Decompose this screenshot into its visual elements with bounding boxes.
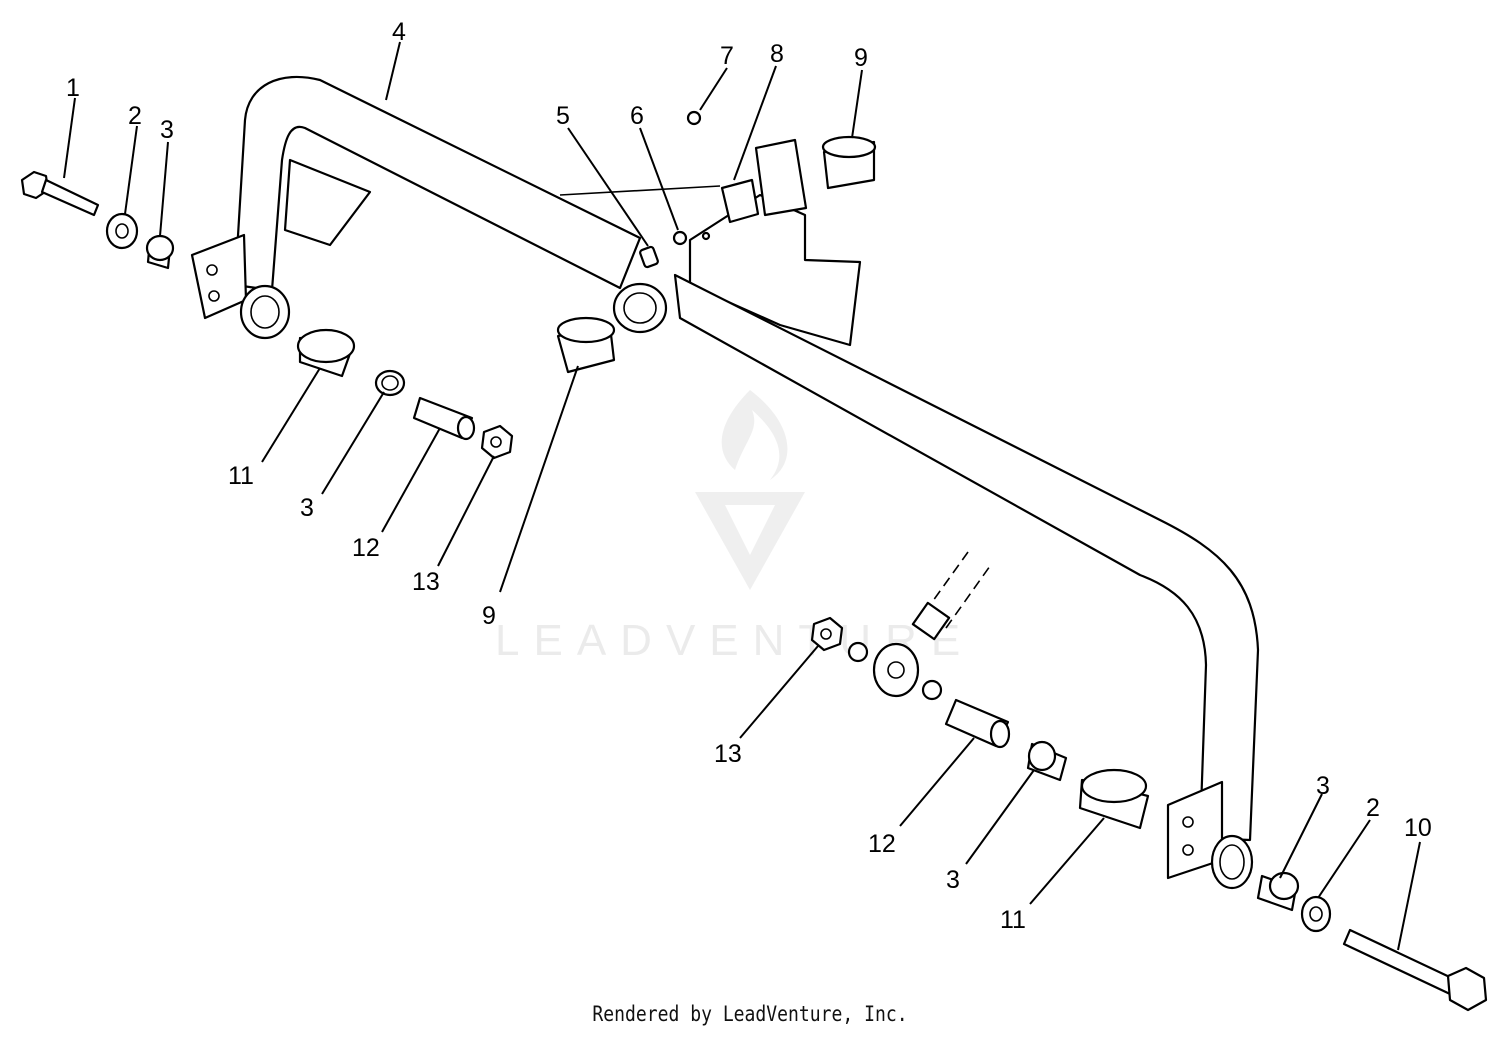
bushing-3-right-end	[1256, 871, 1300, 912]
nut-13-right	[810, 616, 844, 652]
center-hardware	[559, 110, 808, 269]
callout-12: 12	[352, 534, 380, 562]
right-parts	[810, 551, 1488, 1012]
callout-13: 13	[714, 740, 742, 768]
callout-4: 4	[392, 18, 406, 46]
bushing-9-center	[556, 316, 616, 374]
callout-2: 2	[128, 102, 142, 130]
bushing-3-right	[1026, 740, 1068, 782]
spacer-11-right	[1078, 768, 1150, 830]
spacer-11-left	[296, 328, 356, 378]
callout-11: 11	[228, 462, 254, 490]
callout-6: 6	[630, 102, 644, 130]
callout-8: 8	[770, 40, 784, 68]
callout-2: 2	[1366, 794, 1380, 822]
bushing-3-left-top	[145, 234, 175, 270]
nut-13-left	[480, 424, 514, 460]
sleeve-12-right	[944, 698, 1011, 749]
callout-7: 7	[720, 42, 734, 70]
left-parts	[20, 135, 877, 460]
bushing-9-top	[821, 135, 877, 190]
washer-2-left	[105, 212, 139, 250]
callout-10: 10	[1404, 814, 1432, 842]
callout-3: 3	[160, 116, 174, 144]
callout-3: 3	[300, 494, 314, 522]
callout-12: 12	[868, 830, 896, 858]
bushing-3-left	[374, 369, 406, 397]
washer-2-right	[1300, 895, 1332, 933]
callout-9: 9	[482, 602, 496, 630]
sleeve-12-left	[412, 396, 476, 441]
callout-3: 3	[1316, 772, 1330, 800]
callout-3: 3	[946, 866, 960, 894]
callout-13: 13	[412, 568, 440, 596]
callout-9: 9	[854, 44, 868, 72]
bolt-10	[1342, 928, 1488, 1012]
bolt-1	[20, 170, 100, 217]
callout-1: 1	[66, 74, 80, 102]
callout-11: 11	[1000, 906, 1026, 934]
rod-end	[847, 551, 991, 701]
credit-text: Rendered by LeadVenture, Inc.	[592, 1002, 908, 1026]
callout-5: 5	[556, 102, 570, 130]
callouts: 1 2 3 4 5 6 7 8 9 10 11 3 12 13 9 13 12 …	[66, 18, 1432, 934]
leader-lines	[63, 41, 1421, 951]
axle-frame	[190, 75, 1260, 890]
